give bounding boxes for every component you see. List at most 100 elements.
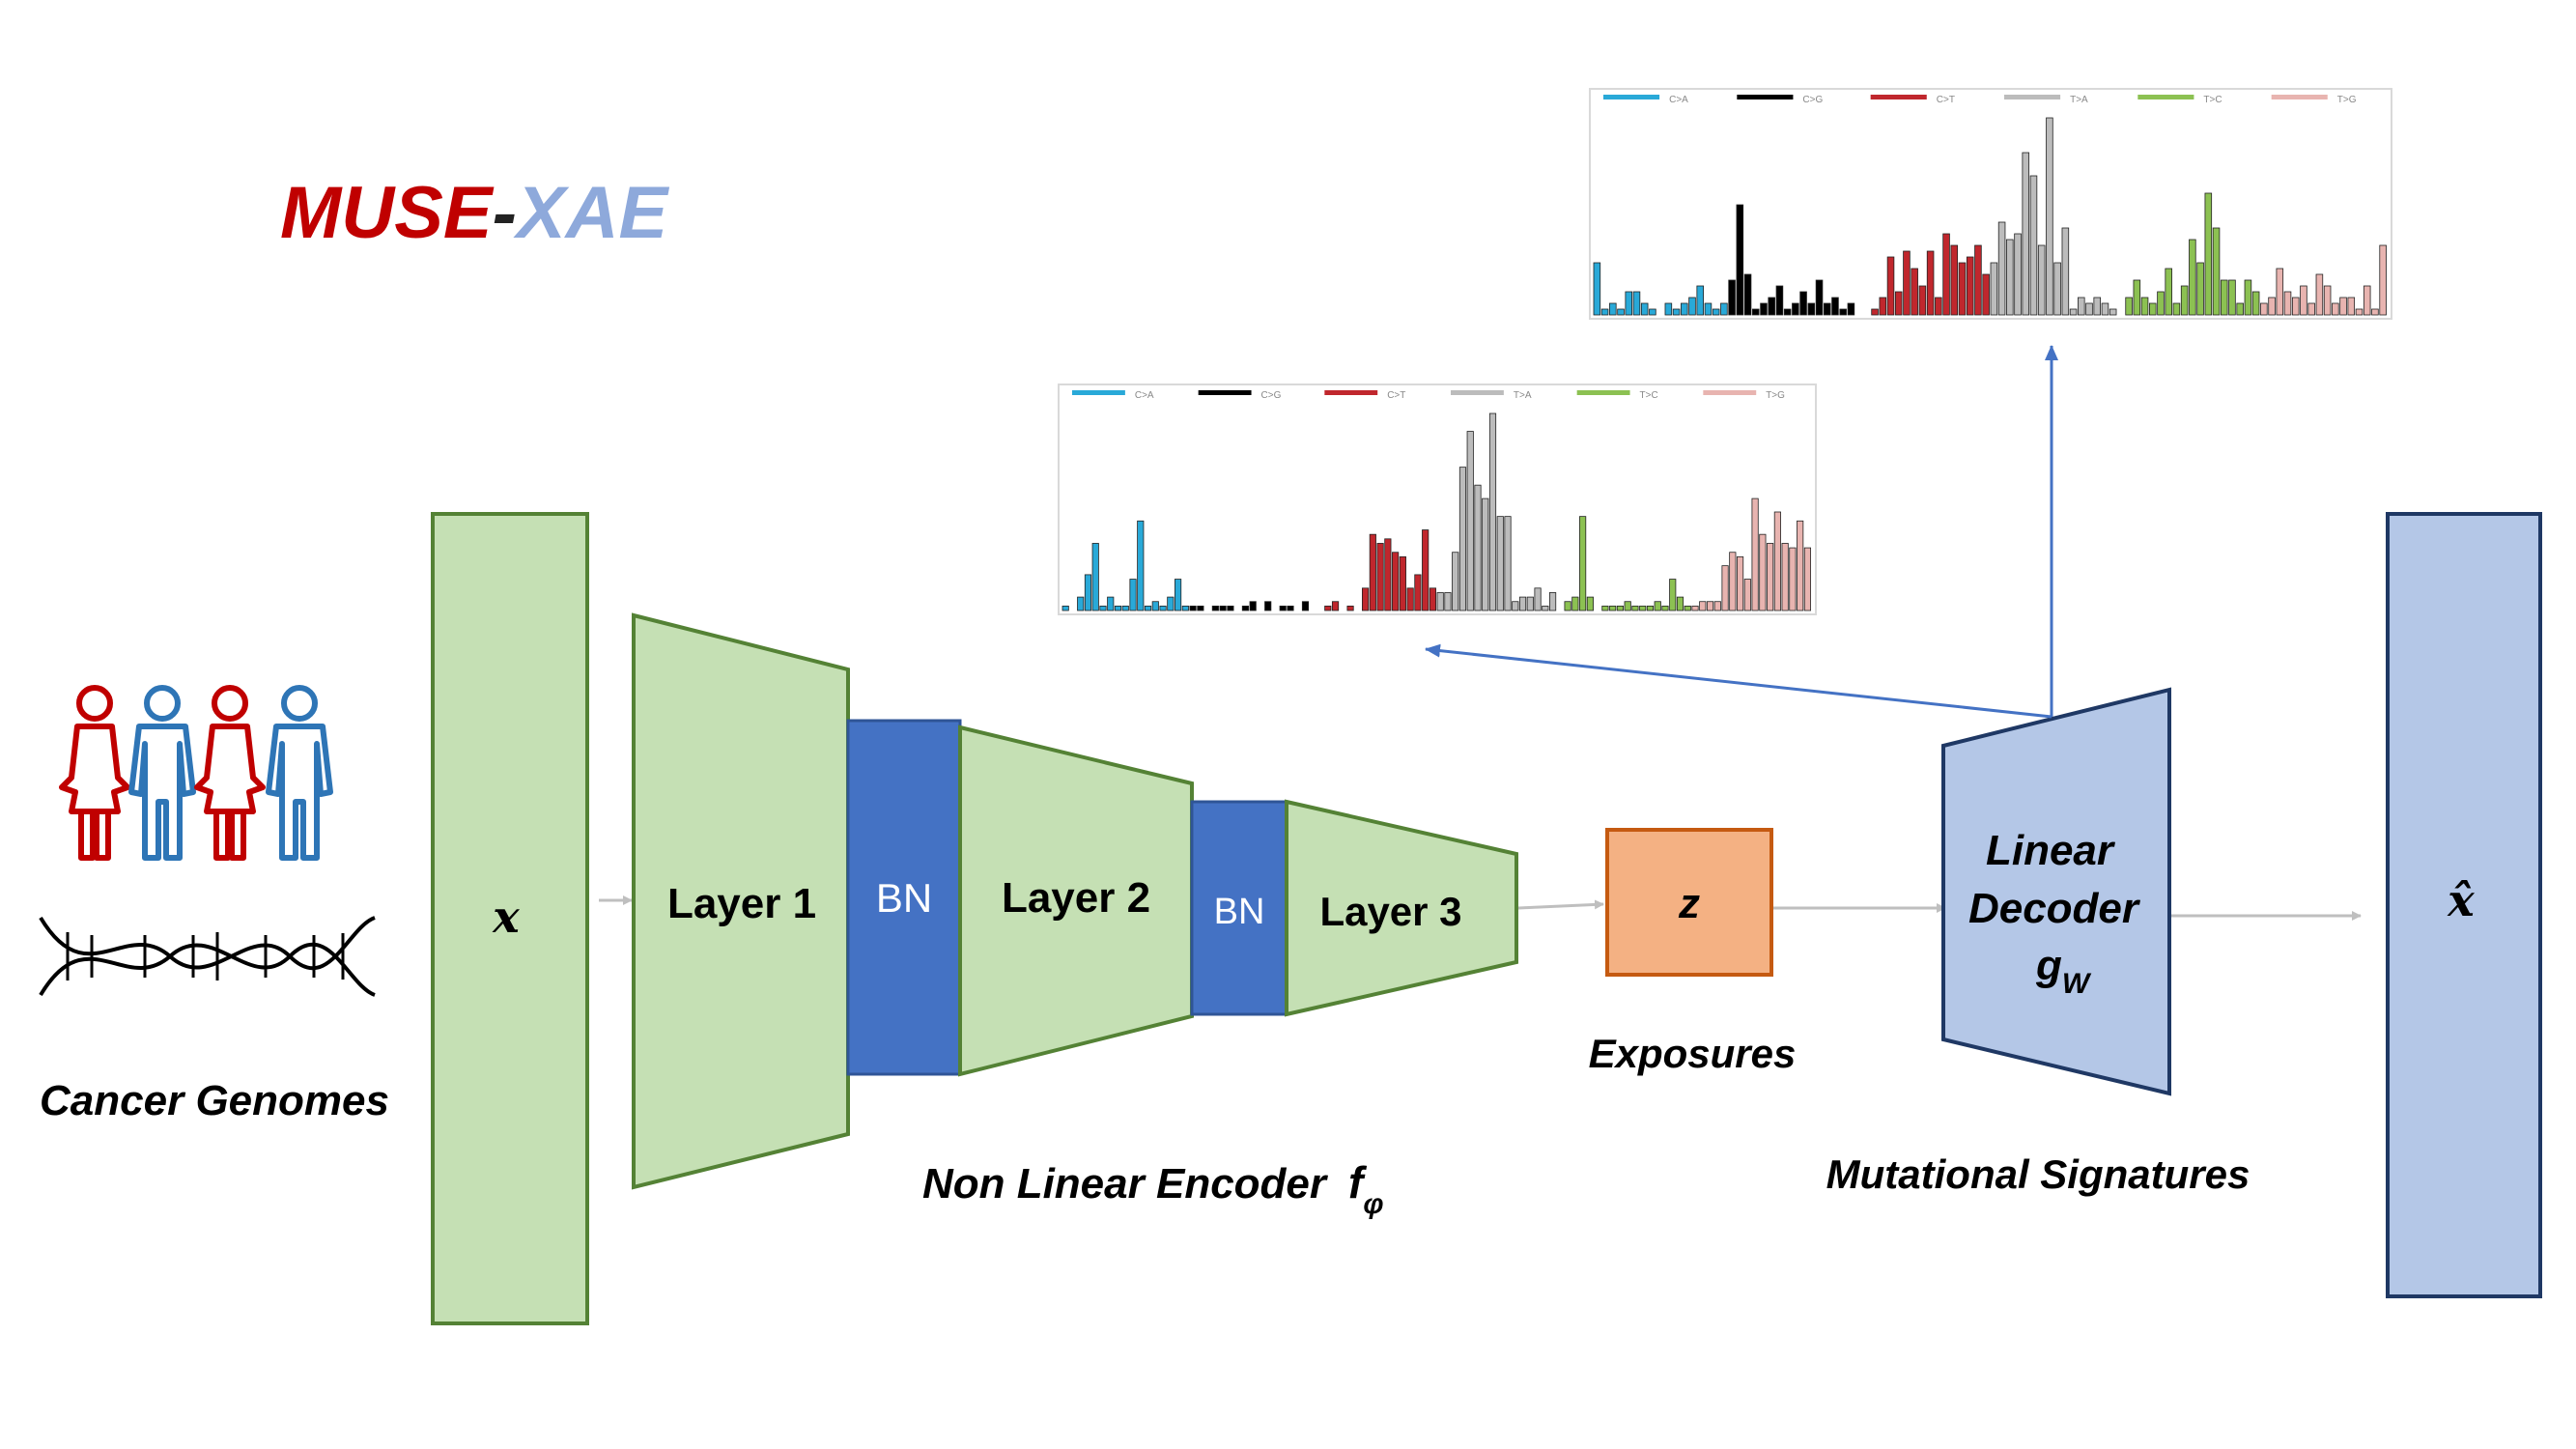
signature-bar (1129, 579, 1137, 611)
signature-bar (2260, 302, 2268, 316)
signature-bar (1601, 605, 1609, 611)
signature-bar (2172, 302, 2181, 316)
signature-bar (1768, 297, 1775, 316)
signature-bar (1617, 308, 1625, 316)
signature-bar (2006, 239, 2014, 316)
latent-caption: Exposures (1589, 1031, 1797, 1076)
signature-bar (1114, 605, 1122, 611)
signature-bar (2291, 297, 2300, 316)
signature-bar (2037, 244, 2046, 316)
signature-bar (1743, 579, 1751, 611)
signature-bar (1144, 605, 1152, 611)
signature-bar (1609, 302, 1617, 316)
legend-label: T>G (1766, 390, 1785, 401)
signature-bar (1264, 601, 1272, 611)
signature-bar (1287, 605, 1294, 611)
signature-bar (1728, 279, 1736, 316)
signature-bar (1175, 579, 1182, 611)
signature-bar (2029, 175, 2038, 316)
signature-bar (1159, 605, 1167, 611)
signature-bar (2244, 279, 2252, 316)
legend-label: T>C (2203, 95, 2222, 105)
signature-bar (1616, 605, 1625, 611)
signature-bar (1661, 605, 1669, 611)
legend-swatch (1576, 390, 1630, 395)
signature-bar (1815, 279, 1824, 316)
signature-bar (1301, 601, 1310, 611)
legend-swatch (2004, 95, 2061, 99)
signature-bar (1775, 285, 1784, 316)
signature-bar (1384, 538, 1392, 611)
signature-bar (2379, 244, 2387, 316)
signature-bar (1279, 605, 1287, 611)
signature-bar (1429, 587, 1437, 611)
legend-swatch (1737, 95, 1794, 99)
signature-bar (2347, 297, 2356, 316)
signature-bar (2061, 227, 2070, 316)
signature-bar (1579, 516, 1587, 611)
signature-bar (1654, 601, 1661, 611)
signature-bar (1664, 302, 1673, 316)
signature-bar (1197, 605, 1204, 611)
input-symbol: x (492, 891, 520, 943)
signature-bar (1249, 601, 1257, 611)
signature-bar (2101, 302, 2109, 316)
signature-bar (2315, 273, 2324, 316)
signature-bar (1571, 596, 1579, 611)
signature-bar (1392, 552, 1400, 611)
signature-bar (1646, 605, 1655, 611)
decoder-label-line1: Linear (1986, 827, 2116, 874)
arrow-decoder-to-signature-1 (1425, 643, 2052, 719)
signature-bar (1918, 285, 1927, 316)
signature-bar (1691, 605, 1699, 611)
signature-bar (2165, 268, 2172, 316)
legend-label: T>A (2070, 95, 2088, 105)
signature-bar (1219, 605, 1227, 611)
signature-bar (1781, 543, 1789, 611)
signature-bar (1903, 250, 1911, 316)
signature-bar (1847, 302, 1855, 316)
signature-bar (1444, 592, 1452, 611)
signature-bar (1062, 605, 1069, 611)
signature-bar (1534, 587, 1542, 611)
batchnorm-1-label: BN (876, 875, 932, 921)
signature-bar (1474, 484, 1482, 611)
signature-bar (1871, 308, 1879, 316)
signature-bar (1911, 268, 1918, 316)
signature-bar (2148, 302, 2157, 316)
legend-label: T>A (1514, 390, 1532, 401)
signature-bar (1699, 601, 1707, 611)
signature-bar (1704, 302, 1713, 316)
signature-bar (1211, 605, 1219, 611)
signature-bar (1759, 533, 1767, 611)
signature-bar (1227, 605, 1234, 611)
legend-label: T>C (1640, 390, 1658, 401)
decoder-label-line2: Decoder (1968, 885, 2141, 932)
batchnorm-2-label: BN (1214, 892, 1265, 932)
legend-label: C>G (1802, 95, 1823, 105)
signature-bar (1752, 308, 1760, 316)
arrow-encoder-to-z (1517, 899, 1604, 910)
signature-bar (1799, 291, 1807, 316)
signature-bar (1406, 587, 1414, 611)
batchnorm-1 (846, 719, 962, 1076)
signature-bar (2189, 239, 2196, 316)
signature-bar (2140, 297, 2149, 316)
legend-swatch (2271, 95, 2328, 99)
person-male-icon (128, 685, 196, 861)
signature-bar (1482, 497, 1489, 611)
decoder-function-symbol: gW (2035, 942, 2092, 1000)
signature-bar (1720, 302, 1728, 316)
signature-bar (2093, 297, 2102, 316)
encoder-layer-3-label: Layer 3 (1319, 889, 1461, 934)
signature-bar (1958, 262, 1967, 316)
signature-bar (1121, 605, 1129, 611)
signature-bar (1942, 233, 1950, 316)
linear-decoder (1941, 687, 2171, 1096)
signature-bar (1684, 605, 1691, 611)
signature-bar (1189, 605, 1197, 611)
signature-bar (1990, 262, 1998, 316)
signature-bar (1797, 520, 1804, 611)
signature-bar (1362, 587, 1370, 611)
signature-bar (1789, 547, 1797, 611)
